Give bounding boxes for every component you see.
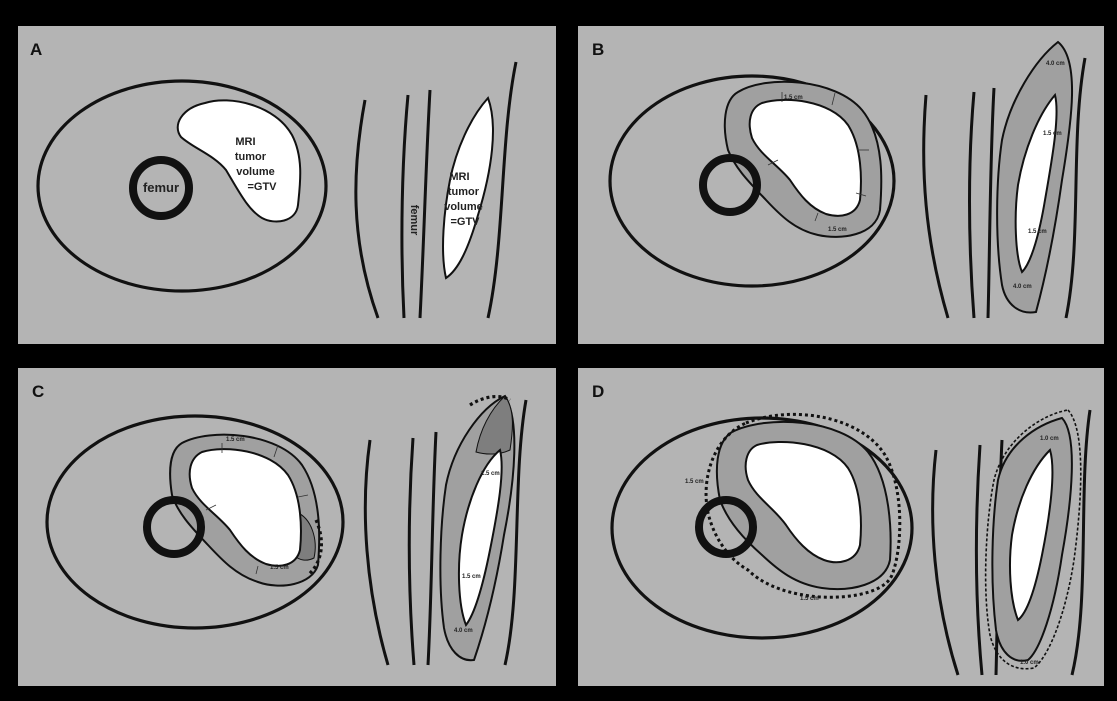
margin-label-long-2: 1.5 cm: [1043, 131, 1062, 137]
margin-label-long-3: 4.0 cm: [454, 628, 473, 634]
margin-label-long-2: 1.5 cm: [462, 574, 481, 580]
margin-label-long-1: 1.5 cm: [481, 471, 500, 477]
margin-label-axial-2: 1.5 cm: [828, 227, 847, 233]
margin-label-long-4: 4.0 cm: [1013, 284, 1032, 290]
femur-long-label: femur: [408, 205, 420, 236]
gtv-axial-label-line-1: MRI: [235, 136, 255, 148]
gtv-long-label-line-4: =GTV: [450, 216, 480, 228]
femur-label: femur: [143, 180, 179, 195]
panel-b-label: B: [592, 40, 604, 59]
panel-d: D 1.5 cm 1.5 cm 1.0 cm 1.0 cm: [578, 368, 1104, 686]
panel-c-label: C: [32, 382, 44, 401]
margin-label-long-2: 1.0 cm: [1020, 660, 1039, 666]
gtv-long-label-line-3: volume: [444, 201, 483, 213]
margin-label-axial-1: 1.5 cm: [784, 95, 803, 101]
gtv-axial-label-line-3: volume: [236, 166, 275, 178]
margin-label-long-1: 1.0 cm: [1040, 436, 1059, 442]
panel-b: B 1.5 cm 1.5 cm 4.0 cm 1.5 cm 1.5 cm 4.0…: [578, 26, 1104, 344]
margin-label-long-3: 1.5 cm: [1028, 229, 1047, 235]
margin-label-axial-2: 1.5 cm: [800, 596, 819, 602]
panel-a-label: A: [30, 40, 42, 59]
panel-a: A femur MRI tumor volume =GTV femur MRI …: [18, 26, 556, 344]
panel-d-label: D: [592, 382, 604, 401]
gtv-long-label-line-2: tumor: [448, 186, 480, 198]
margin-label-axial-2: 1.5 cm: [270, 565, 289, 571]
panel-c: C 1.5 cm 1.5 cm 1.5 cm 1.5 cm 4.0 cm: [18, 368, 556, 686]
margin-label-long-1: 4.0 cm: [1046, 61, 1065, 67]
margin-label-axial-1: 1.5 cm: [685, 479, 704, 485]
margin-label-axial-1: 1.5 cm: [226, 437, 245, 443]
gtv-long-label-line-1: MRI: [449, 171, 469, 183]
gtv-axial-label-line-2: tumor: [235, 151, 267, 163]
gtv-axial-label-line-4: =GTV: [247, 181, 277, 193]
